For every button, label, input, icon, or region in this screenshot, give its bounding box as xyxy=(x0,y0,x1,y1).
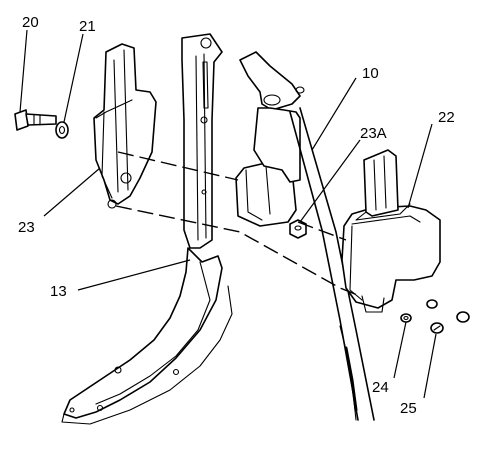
washer-part-21 xyxy=(55,121,69,139)
callout-21: 21 xyxy=(79,18,96,35)
callout-13: 13 xyxy=(50,283,67,300)
seat-frame-part-13 xyxy=(61,33,233,425)
nut-part-23A xyxy=(289,219,307,239)
left-bracket-part-23 xyxy=(93,43,157,209)
buckle-housing-part-22 xyxy=(341,149,441,313)
washer-part-24 xyxy=(400,313,412,323)
callout-24: 24 xyxy=(372,379,389,396)
callout-25: 25 xyxy=(400,400,417,417)
leader-lines xyxy=(19,29,437,399)
bolt-part-20 xyxy=(14,109,57,131)
callout-20: 20 xyxy=(22,14,39,31)
alignment-lines xyxy=(115,151,361,297)
callout-10: 10 xyxy=(362,65,379,82)
callout-23: 23 xyxy=(18,219,35,236)
callout-23A: 23A xyxy=(360,125,387,142)
screw-part-25 xyxy=(426,299,470,334)
callout-22: 22 xyxy=(438,109,455,126)
callout-labels: 20 21 10 22 23A 23 13 24 25 xyxy=(18,14,455,417)
